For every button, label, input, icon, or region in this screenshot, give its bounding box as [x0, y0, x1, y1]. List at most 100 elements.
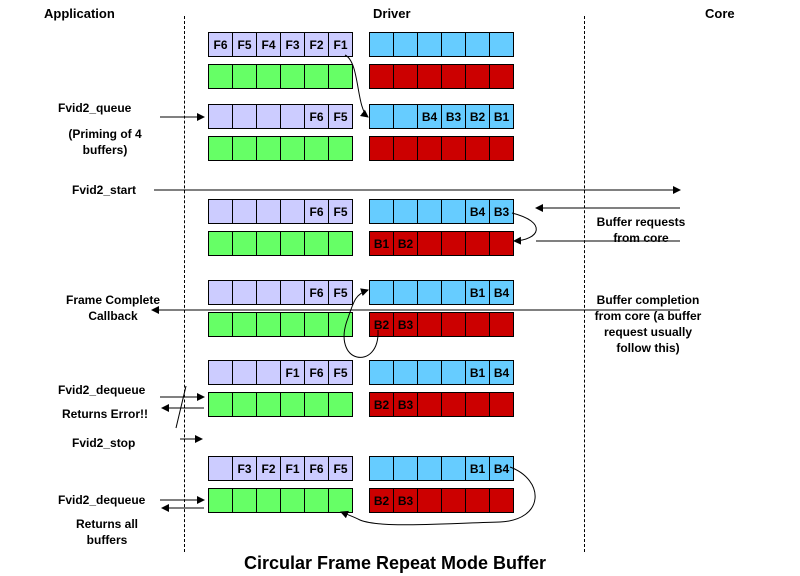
- buffer-slot: [209, 456, 233, 481]
- buffer-slot: [257, 312, 281, 337]
- buffer-slot: [233, 392, 257, 417]
- buffer-slot: [466, 392, 490, 417]
- fvid2-dequeue-label-1: Fvid2_dequeue: [58, 383, 146, 397]
- buffer-slot: [490, 64, 514, 89]
- returns-error-label: Returns Error!!: [62, 407, 149, 421]
- buffer-slot: [305, 488, 329, 513]
- buffer-slot: B3: [394, 392, 418, 417]
- buffer-slot: [233, 231, 257, 256]
- buffer-slot: B1: [466, 360, 490, 385]
- buffer-slot: [281, 136, 305, 161]
- buffer-slot: [329, 488, 353, 513]
- buffer-slot: [257, 104, 281, 129]
- buffer-slot: [418, 136, 442, 161]
- app-done-row-3: [208, 231, 353, 256]
- buffer-slot: [370, 280, 394, 305]
- buffer-slot: [305, 392, 329, 417]
- buffer-slot: [418, 456, 442, 481]
- buffer-slot: [329, 392, 353, 417]
- buffer-slot: [233, 136, 257, 161]
- buffer-slot: F1: [329, 32, 353, 57]
- buffer-slot: B3: [394, 312, 418, 337]
- buffer-slot: [305, 64, 329, 89]
- buffer-slot: [394, 199, 418, 224]
- buffer-slot: [209, 104, 233, 129]
- buffer-slot: F5: [329, 280, 353, 305]
- buffer-slot: F6: [305, 199, 329, 224]
- buffer-slot: [394, 64, 418, 89]
- buffer-slot: F6: [305, 360, 329, 385]
- buffer-slot: B1: [490, 104, 514, 129]
- buffer-slot: [257, 199, 281, 224]
- buffer-slot: [418, 360, 442, 385]
- buffer-slot: [490, 32, 514, 57]
- buffer-slot: B2: [370, 312, 394, 337]
- buffer-slot: F5: [329, 199, 353, 224]
- buffer-slot: [442, 280, 466, 305]
- buffer-slot: [394, 32, 418, 57]
- buffer-slot: [209, 136, 233, 161]
- buffer-slot: B4: [490, 360, 514, 385]
- buffer-slot: B3: [442, 104, 466, 129]
- buffer-slot: [418, 312, 442, 337]
- buffer-slot: B4: [466, 199, 490, 224]
- buffer-slot: [257, 64, 281, 89]
- buffer-slot: [209, 488, 233, 513]
- buffer-slot: B2: [394, 231, 418, 256]
- buffer-requests-label: Buffer requests from core: [596, 215, 686, 245]
- buffer-slot: [394, 104, 418, 129]
- buffer-slot: [466, 136, 490, 161]
- buffer-slot: [257, 280, 281, 305]
- buffer-slot: [442, 392, 466, 417]
- buffer-slot: [442, 136, 466, 161]
- core-header: Core: [705, 6, 735, 21]
- buffer-slot: [209, 392, 233, 417]
- application-header: Application: [44, 6, 115, 21]
- buffer-slot: [281, 64, 305, 89]
- buffer-slot: [418, 199, 442, 224]
- buffer-slot: [257, 488, 281, 513]
- buffer-slot: [442, 488, 466, 513]
- buffer-slot: F3: [233, 456, 257, 481]
- buffer-slot: [329, 312, 353, 337]
- buffer-slot: [281, 488, 305, 513]
- buffer-slot: [233, 488, 257, 513]
- buffer-slot: [305, 136, 329, 161]
- buffer-slot: [490, 392, 514, 417]
- buffer-slot: F6: [305, 456, 329, 481]
- buffer-slot: [418, 392, 442, 417]
- app-done-row-2: [208, 136, 353, 161]
- buffer-slot: [490, 136, 514, 161]
- buffer-slot: [233, 360, 257, 385]
- buffer-slot: [370, 360, 394, 385]
- buffer-slot: F5: [329, 456, 353, 481]
- driver-done-row-2: [369, 136, 514, 161]
- buffer-slot: F5: [233, 32, 257, 57]
- buffer-slot: B4: [490, 456, 514, 481]
- buffer-slot: B1: [370, 231, 394, 256]
- buffer-slot: [257, 136, 281, 161]
- buffer-slot: [466, 64, 490, 89]
- buffer-slot: [418, 280, 442, 305]
- buffer-slot: B1: [466, 456, 490, 481]
- buffer-slot: B3: [490, 199, 514, 224]
- buffer-slot: [418, 488, 442, 513]
- driver-done-row-1: [369, 64, 514, 89]
- buffer-slot: [442, 64, 466, 89]
- buffer-slot: [281, 199, 305, 224]
- diagram-caption: Circular Frame Repeat Mode Buffer: [243, 553, 547, 573]
- buffer-slot: [394, 136, 418, 161]
- buffer-slot: [418, 64, 442, 89]
- buffer-slot: [442, 360, 466, 385]
- buffer-slot: [281, 280, 305, 305]
